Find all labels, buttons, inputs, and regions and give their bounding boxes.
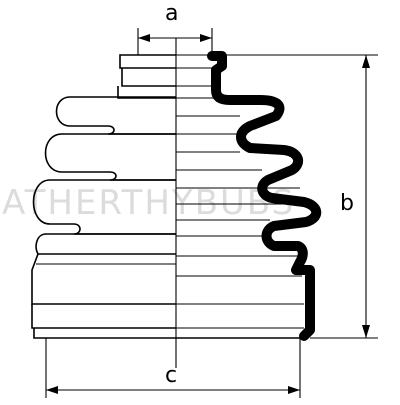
dimension-label-c: c (165, 363, 177, 388)
rubber-wall-section (207, 51, 322, 341)
dim-c-arrow-left (46, 386, 58, 394)
dimension-b: b (222, 54, 378, 339)
dim-a-arrow-right (200, 34, 212, 42)
boot-section-view (176, 51, 322, 341)
dimension-label-b: b (340, 191, 354, 216)
dim-b-arrow-top (362, 55, 370, 68)
convolution-3 (32, 179, 176, 235)
dimension-c: c (45, 338, 301, 398)
boot-outer-profile (31, 54, 176, 339)
small-end-neck (121, 68, 176, 87)
dimension-label-a: a (165, 1, 178, 26)
convolution-4 (35, 233, 176, 255)
dim-a-arrow-left (138, 34, 150, 42)
dim-c-arrow-right (288, 386, 300, 394)
large-end-base (33, 328, 176, 339)
large-end-collar (31, 304, 176, 329)
dim-b-arrow-bottom (362, 325, 370, 338)
dimension-a: a (137, 1, 213, 55)
small-end-collar (119, 54, 176, 69)
small-end-shoulder (117, 86, 176, 99)
watermark-text: ATHERTHYBUBS (2, 183, 295, 223)
convolution-1 (55, 96, 176, 135)
convolution-2 (44, 133, 176, 181)
large-end-body (31, 253, 176, 305)
